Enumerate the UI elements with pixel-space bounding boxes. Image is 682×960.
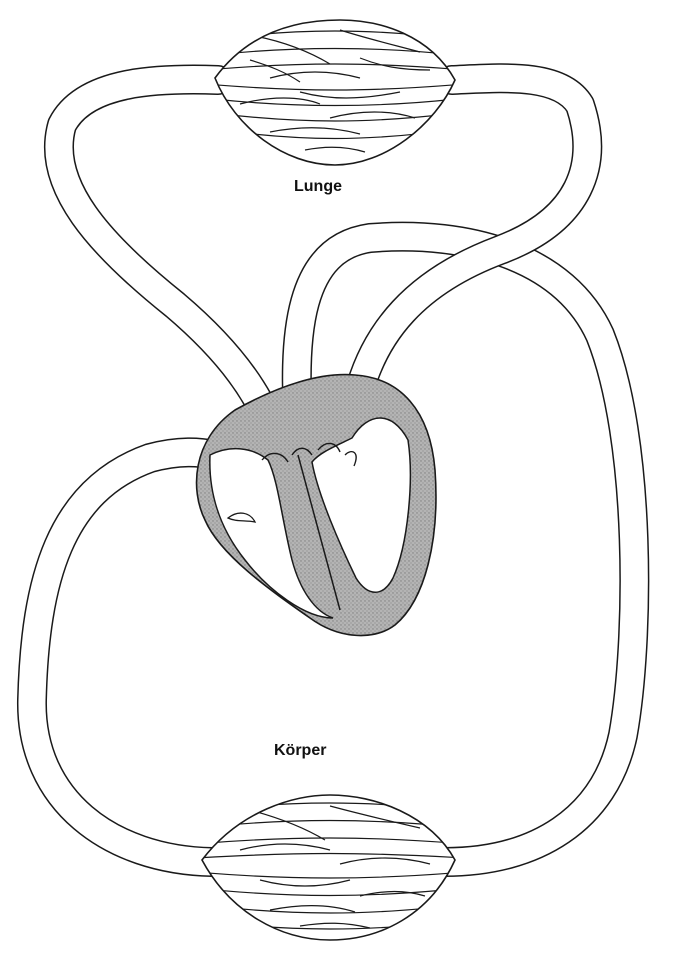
aorta-inner [283, 223, 648, 876]
septum [297, 454, 341, 611]
heart-valve-pulmonary [261, 447, 313, 463]
right-heart-chamber [209, 447, 334, 619]
heart-valve-right-in [226, 512, 257, 523]
vena-cava-inner [18, 438, 229, 876]
body-label: Körper [274, 742, 327, 759]
pulmonary-vein-inner [341, 64, 601, 424]
left-heart-chamber [311, 417, 412, 593]
body-capillary-bed [201, 794, 456, 941]
systemic-circulation [16, 221, 650, 877]
pulmonary-artery-inner [45, 66, 289, 454]
heart [195, 373, 437, 637]
heart-valve-left-in [344, 451, 357, 467]
lung-label: Lunge [294, 178, 342, 195]
heart-valve-aortic [317, 442, 341, 453]
lung-capillary-bed [214, 19, 456, 166]
pulmonary-circulation [43, 63, 603, 455]
